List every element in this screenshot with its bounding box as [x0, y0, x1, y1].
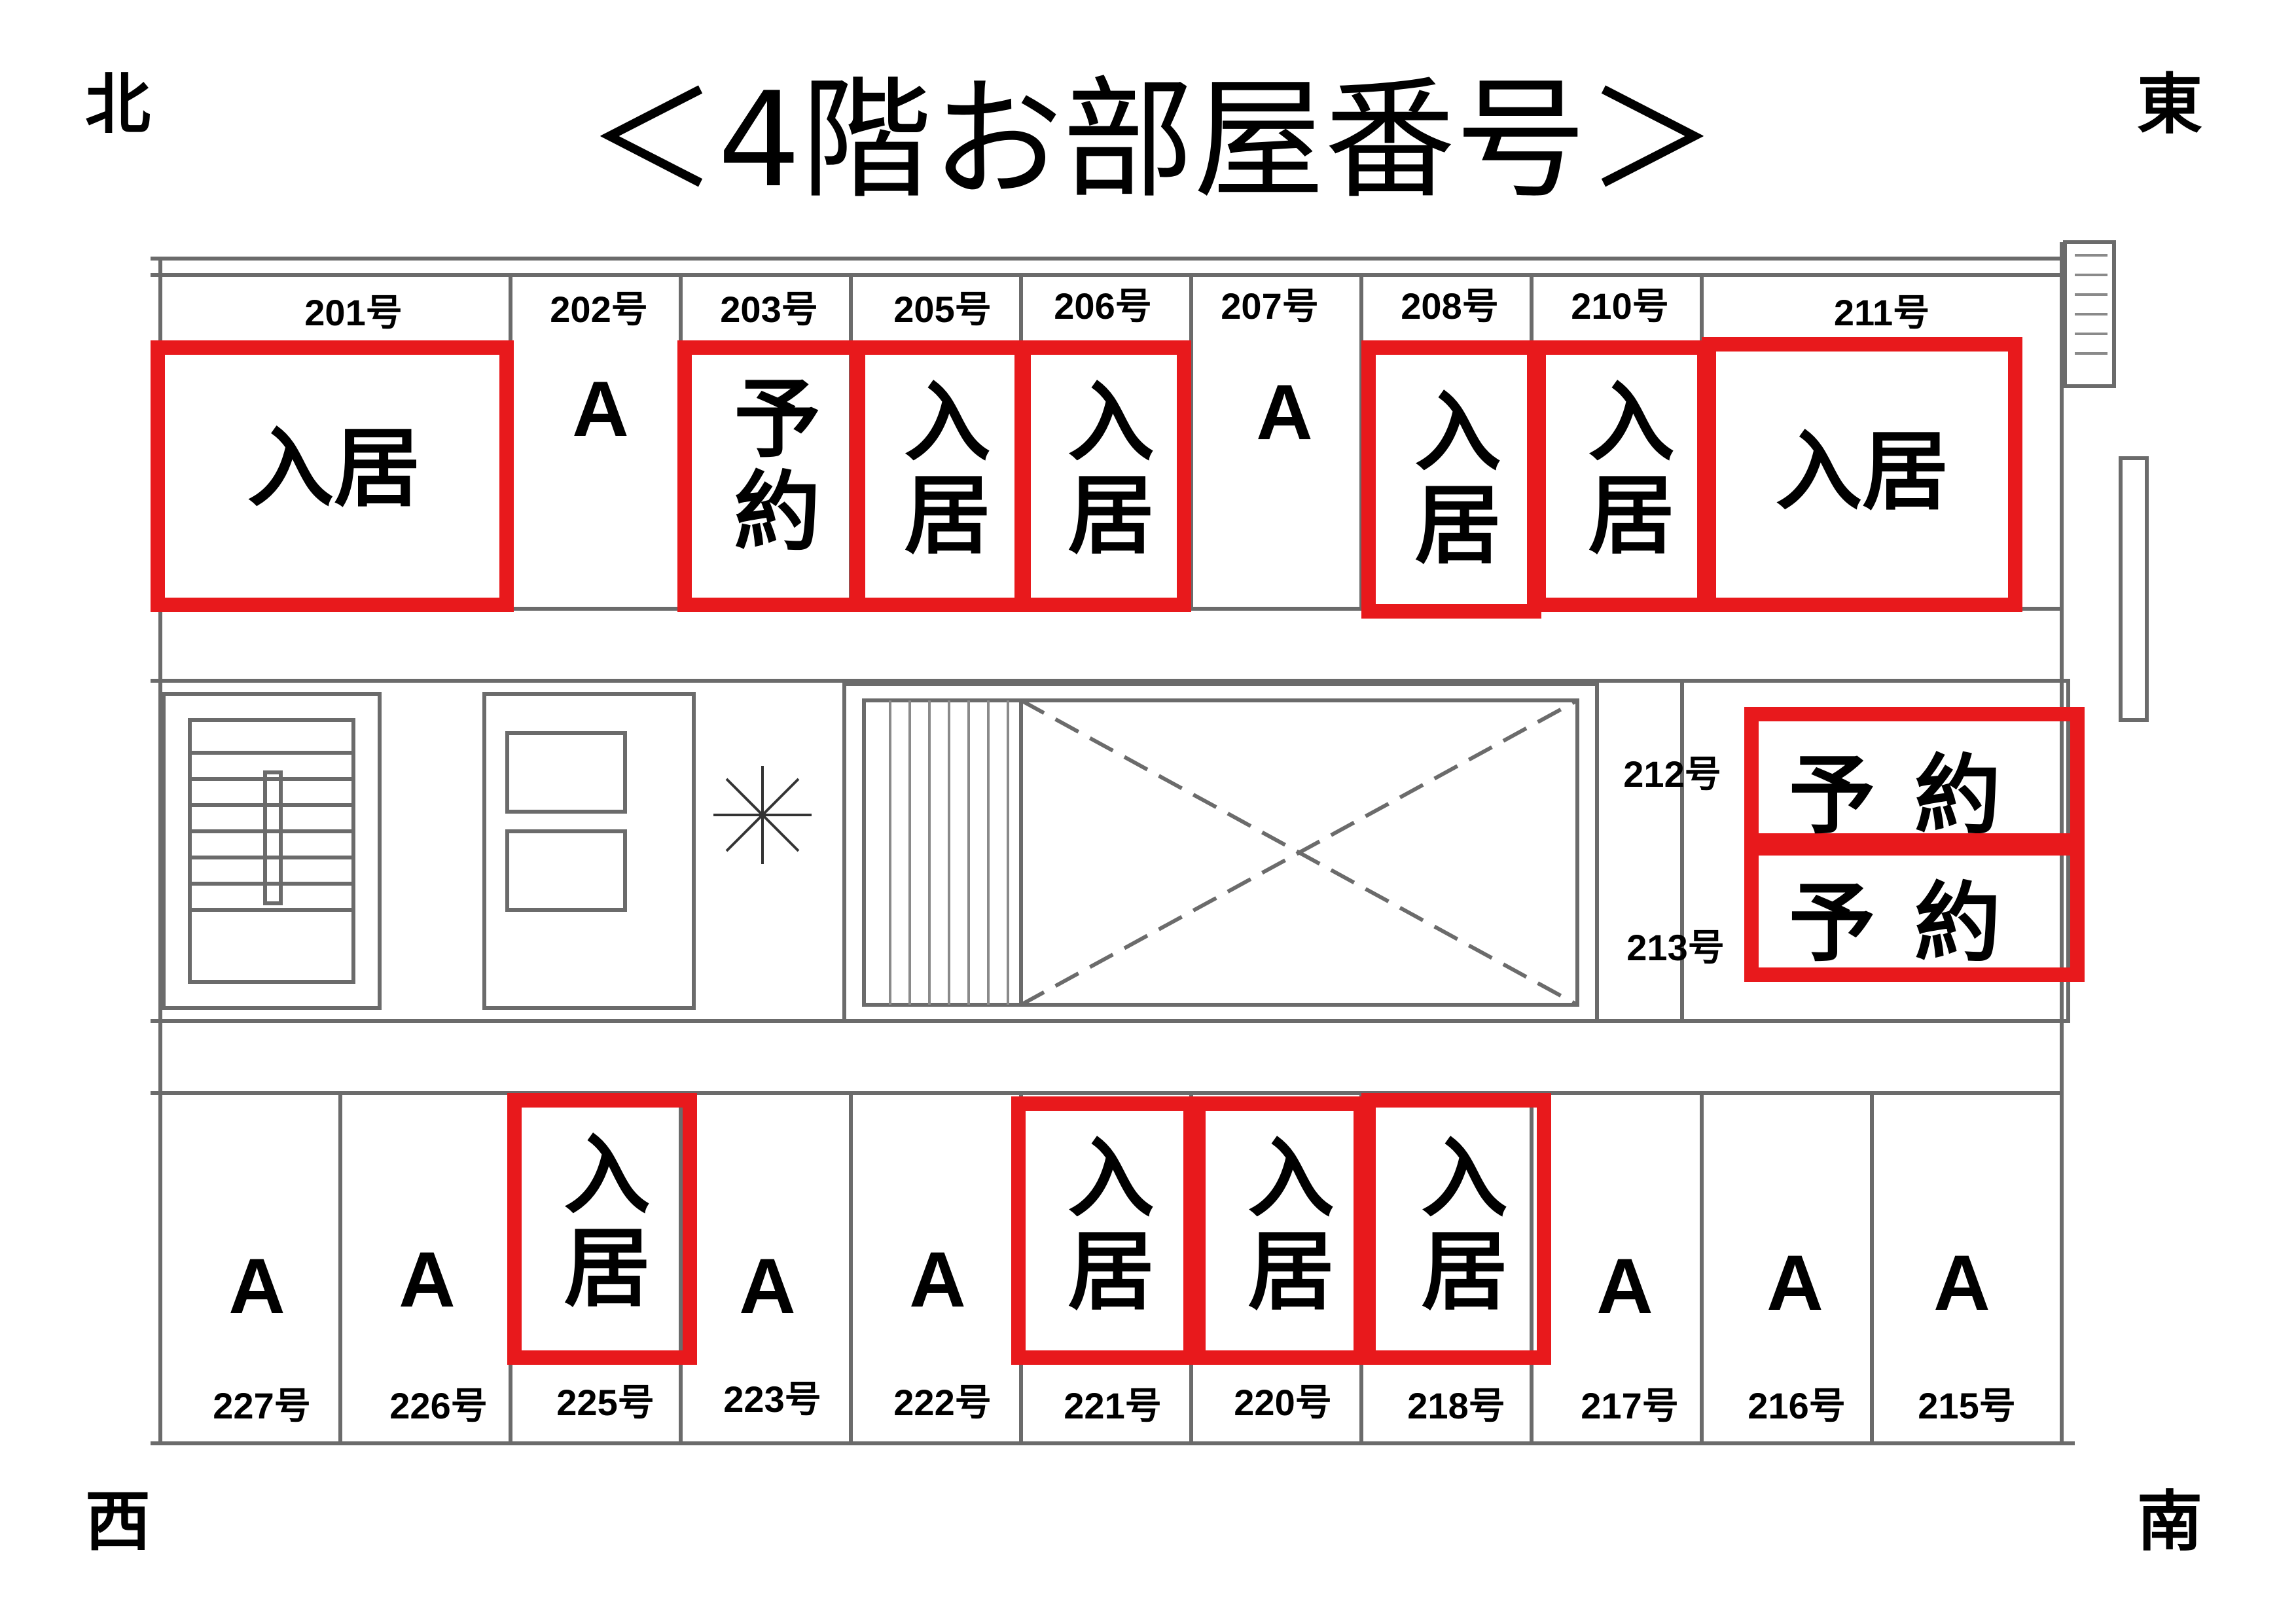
- room-number-213: 213号: [1626, 927, 1725, 968]
- compass-icon: [713, 766, 812, 864]
- room-213[interactable]: [1744, 841, 2085, 982]
- room-number-210: 210号: [1571, 285, 1669, 327]
- status-218: 入居: [1407, 1132, 1507, 1318]
- status-206: 入居: [1053, 376, 1154, 562]
- room-number-207: 207号: [1221, 285, 1319, 327]
- room-number-208: 208号: [1401, 285, 1499, 327]
- status-205: 入居: [889, 376, 990, 562]
- room-211[interactable]: [1702, 337, 2022, 612]
- status-208: 入居: [1400, 386, 1501, 572]
- room-number-203: 203号: [720, 289, 818, 330]
- room-206[interactable]: [1014, 340, 1191, 612]
- direction-north: 北: [85, 66, 151, 143]
- room-number-223: 223号: [723, 1379, 821, 1420]
- status-227: A: [228, 1242, 285, 1330]
- status-220: 入居: [1233, 1132, 1334, 1318]
- status-226: A: [399, 1236, 456, 1324]
- room-number-221: 221号: [1064, 1385, 1162, 1426]
- status-223: A: [739, 1242, 796, 1330]
- room-number-225: 225号: [556, 1382, 655, 1423]
- status-201: 入居: [247, 418, 420, 519]
- room-number-205: 205号: [893, 289, 992, 330]
- status-222: A: [909, 1236, 966, 1324]
- status-213: 予約: [1789, 873, 2040, 974]
- room-220[interactable]: [1191, 1096, 1368, 1365]
- status-225: 入居: [549, 1129, 650, 1315]
- status-212: 予約: [1789, 746, 2040, 846]
- room-number-201: 201号: [304, 292, 403, 333]
- room-218[interactable]: [1361, 1093, 1551, 1365]
- status-202: A: [572, 365, 629, 453]
- courtyard-slats: [889, 254, 2108, 1005]
- page-title: ＜4階お部屋番号＞: [586, 64, 1717, 217]
- room-number-216: 216号: [1748, 1385, 1846, 1426]
- direction-west: 西: [85, 1483, 151, 1560]
- room-number-212: 212号: [1623, 753, 1721, 795]
- room-number-227: 227号: [213, 1385, 311, 1426]
- direction-south: 南: [2137, 1483, 2202, 1560]
- room-number-226: 226号: [389, 1385, 488, 1426]
- status-215: A: [1933, 1239, 1990, 1327]
- status-207: A: [1256, 369, 1313, 456]
- room-number-220: 220号: [1234, 1382, 1332, 1423]
- status-216: A: [1767, 1239, 1823, 1327]
- status-221: 入居: [1053, 1132, 1154, 1318]
- room-number-202: 202号: [550, 289, 648, 330]
- status-211: 入居: [1776, 422, 1948, 522]
- room-number-222: 222号: [893, 1382, 992, 1423]
- status-217: A: [1596, 1242, 1653, 1330]
- room-number-206: 206号: [1054, 285, 1152, 327]
- room-number-211: 211号: [1833, 292, 1930, 333]
- room-number-215: 215号: [1918, 1385, 2016, 1426]
- direction-east: 東: [2137, 66, 2202, 143]
- status-210: 入居: [1573, 376, 1674, 562]
- room-number-217: 217号: [1581, 1385, 1679, 1426]
- room-225[interactable]: [507, 1093, 697, 1365]
- room-201[interactable]: [151, 340, 514, 612]
- room-number-218: 218号: [1407, 1385, 1505, 1426]
- status-203: 予約: [719, 373, 820, 559]
